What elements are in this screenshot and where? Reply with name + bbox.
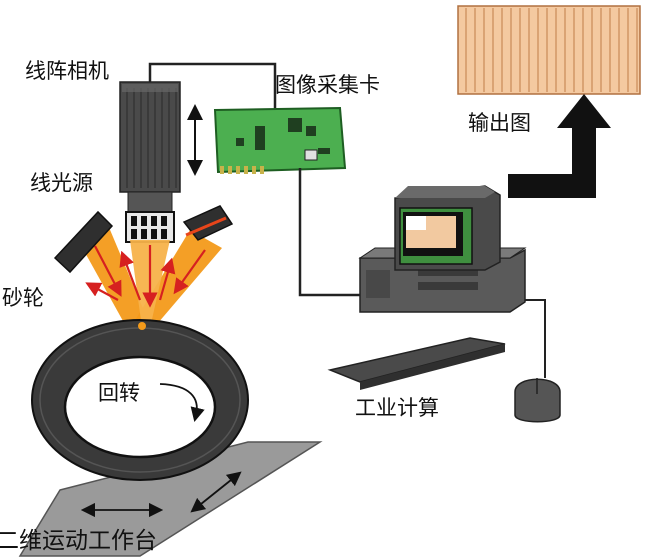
rotation-label: 回转 <box>98 381 140 405</box>
line-light-left <box>53 210 114 274</box>
mouse-icon <box>514 378 561 423</box>
motion-stage-label: 二维运动工作台 <box>0 528 157 554</box>
contact-point <box>138 322 146 330</box>
line-camera-label: 线阵相机 <box>25 59 109 83</box>
grinding-wheel <box>31 319 249 481</box>
up-arrow-icon <box>508 94 611 198</box>
camera-lens <box>125 191 175 243</box>
capture-card-label: 图像采集卡 <box>275 73 380 97</box>
output-image-stripes <box>465 8 638 92</box>
line-camera <box>119 81 181 193</box>
camera-cable <box>148 62 277 110</box>
grinding-wheel-label: 砂轮 <box>2 286 44 310</box>
capture-card <box>213 106 347 174</box>
industrial-computer <box>327 185 561 423</box>
output-image <box>457 5 641 95</box>
line-light-label: 线光源 <box>30 171 93 195</box>
card-cable <box>298 168 360 297</box>
industrial-computer-label: 工业计算 <box>355 396 439 420</box>
curved-arrow-icon <box>159 383 205 423</box>
light-beams <box>78 225 222 330</box>
double-headed-arrow-icon <box>190 471 242 513</box>
output-image-label: 输出图 <box>468 111 531 135</box>
line-light-right <box>182 205 234 241</box>
